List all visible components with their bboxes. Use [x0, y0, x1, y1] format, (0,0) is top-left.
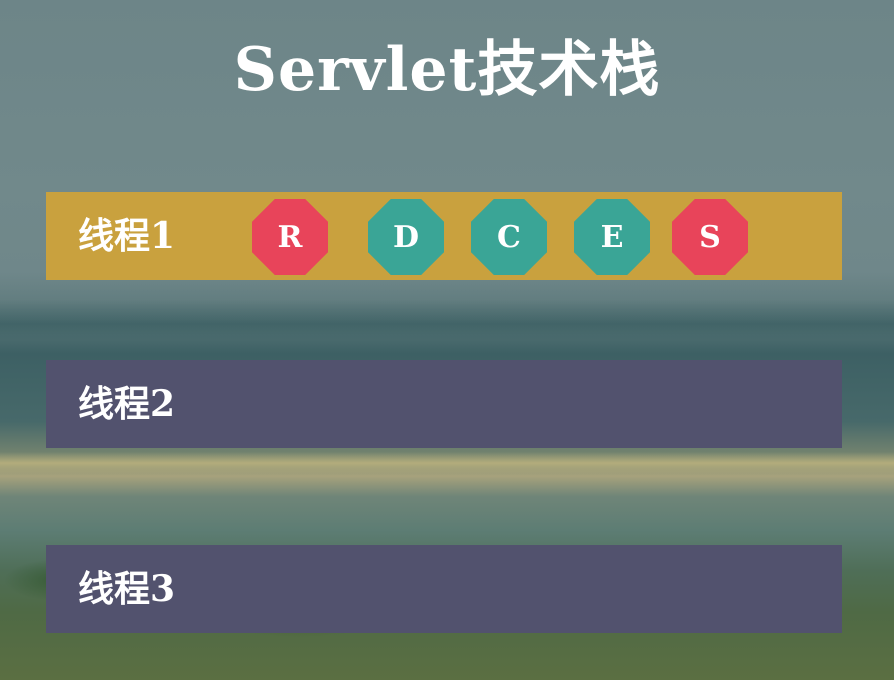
thread-label-3: 线程3	[78, 568, 176, 610]
stage-s-octagon: S	[672, 199, 748, 275]
stage-d-octagon: D	[368, 199, 444, 275]
thread-lane-2: 线程2	[46, 360, 842, 448]
background-shore	[0, 452, 894, 474]
stage-c-octagon: C	[471, 199, 547, 275]
stage-e-octagon: E	[574, 199, 650, 275]
background-horizon	[0, 300, 894, 340]
thread-label-2: 线程2	[78, 383, 176, 425]
stage-r-octagon: R	[252, 199, 328, 275]
slide-title: Servlet技术栈	[233, 35, 661, 105]
thread-label-1: 线程1	[78, 215, 176, 257]
thread-lane-1: 线程1 R D C E S	[46, 192, 842, 280]
thread-lane-3: 线程3	[46, 545, 842, 633]
